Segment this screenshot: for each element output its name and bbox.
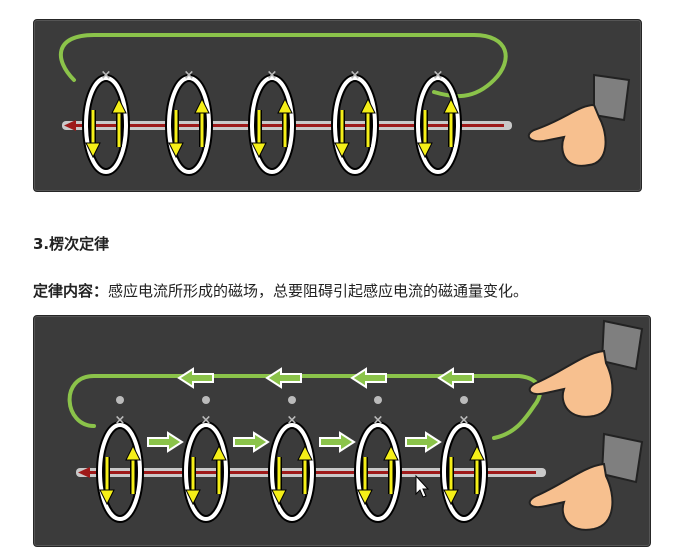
coil: × [354,413,402,523]
coil: × [414,68,462,176]
figure-bottom-drawing: × × × × × [67,319,644,531]
green-arrow-group [147,367,474,453]
coil: × [440,413,488,523]
current-arrow [147,431,184,453]
field-dot [374,396,382,404]
hand-icon [528,432,644,531]
field-marker: × [115,413,126,428]
field-marker: × [101,68,112,83]
current-arrow [405,431,442,453]
current-arrow [350,367,387,389]
field-dot [460,396,468,404]
current-arrow [319,431,356,453]
current-arrow [233,431,270,453]
coil: × [248,68,296,176]
cursor-icon [415,474,430,498]
section-heading: 3.楞次定律 [33,235,110,253]
field-marker: × [287,413,298,428]
field-marker: × [350,68,361,83]
coil: × [268,413,316,523]
figure-panel-bottom: × × × × × [33,315,651,547]
field-marker: × [201,413,212,428]
wire-loop [58,33,508,99]
figure-panel-top: × × × × × [33,19,642,192]
field-dot [288,396,296,404]
field-dot [202,396,210,404]
figure-top-drawing: × × × × × [58,33,631,176]
law-text: 感应电流所形成的磁场，总要阻碍引起感应电流的磁通量变化。 [108,282,529,300]
field-marker: × [433,68,444,83]
hand-icon [527,73,631,167]
law-statement: 定律内容：感应电流所形成的磁场，总要阻碍引起感应电流的磁通量变化。 [33,280,528,301]
current-arrow [177,367,214,389]
coil: × [96,413,144,523]
coil: × [331,68,379,176]
current-arrow [265,367,302,389]
field-dot-group [116,396,468,404]
field-marker: × [459,413,470,428]
field-marker: × [267,68,278,83]
field-dot [116,396,124,404]
coil: × [165,68,213,176]
law-label: 定律内容： [33,282,109,300]
hand-icon [528,319,644,418]
wire-loop [67,374,542,440]
field-marker: × [184,68,195,83]
coil-group: × × × × × [82,68,462,176]
current-arrow [437,367,474,389]
coil: × [182,413,230,523]
field-marker: × [373,413,384,428]
coil-group: × × × × × [96,413,488,523]
coil: × [82,68,130,176]
